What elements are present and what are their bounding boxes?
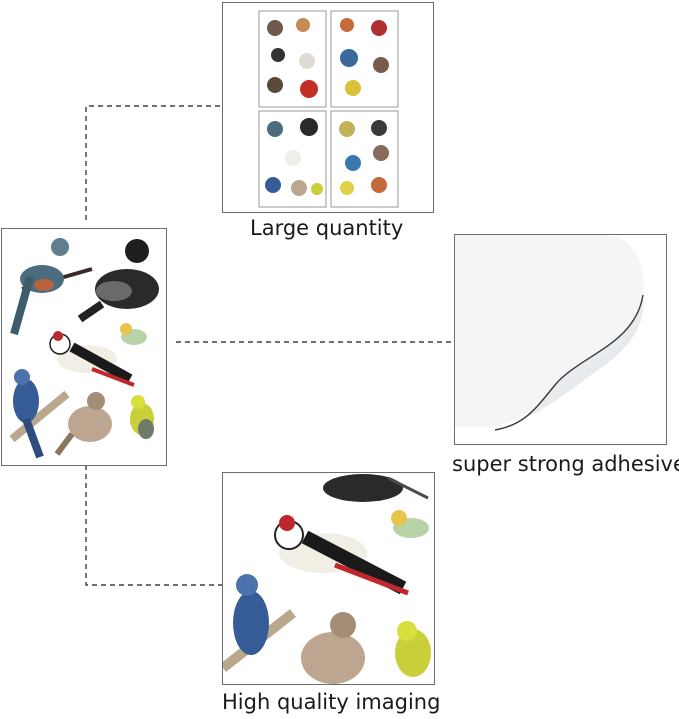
woodpecker-sticker (49, 331, 135, 387)
connector-to-imaging (85, 465, 222, 586)
blue-jay-sticker (9, 369, 70, 459)
sticker-sheet-panel (1, 228, 167, 466)
adhesive-panel (454, 234, 667, 445)
warbler-sticker (130, 395, 154, 439)
bluebird-sticker (10, 238, 93, 336)
closeup-waxwing (301, 612, 365, 684)
bird-sticker-sheet-image (9, 238, 159, 459)
mini-birds (265, 18, 389, 196)
bee-eater-sticker (120, 323, 147, 345)
closeup-warbler (395, 621, 431, 677)
closeup-bee-eater (391, 510, 429, 538)
waxwing-sticker (54, 392, 112, 456)
imaging-panel (222, 472, 435, 685)
peeling-film-image (455, 235, 644, 431)
imaging-caption: High quality imaging (222, 690, 441, 714)
four-sheets-panel (222, 2, 434, 213)
closeup-crow (323, 474, 429, 502)
closeup-blue-jay (223, 574, 297, 672)
close-up-image (223, 474, 431, 684)
large-quantity-caption: Large quantity (250, 216, 404, 240)
connector-to-large-quantity (85, 105, 222, 220)
four-sheets-image (258, 10, 399, 208)
crow-sticker (77, 239, 159, 323)
closeup-woodpecker (274, 515, 409, 596)
adhesive-caption: super strong adhesive (452, 452, 679, 476)
